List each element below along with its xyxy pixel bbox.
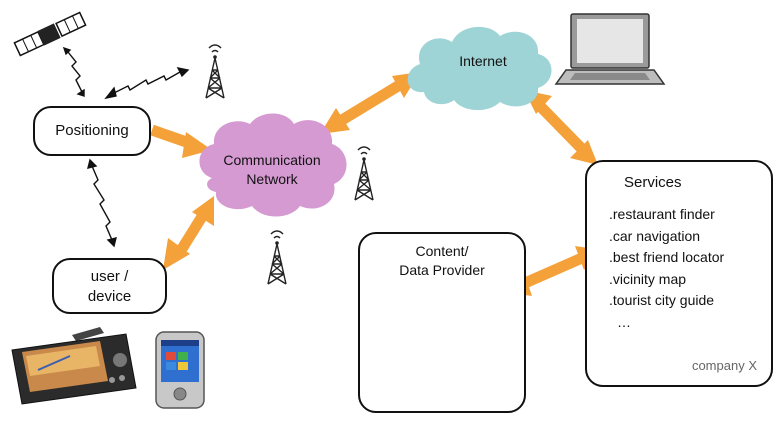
laptop-icon bbox=[554, 13, 666, 85]
lightning-signal-icon bbox=[62, 46, 85, 97]
content-provider-line-1: Content/ bbox=[415, 243, 469, 259]
service-item: .vicinity map bbox=[609, 270, 687, 287]
radio-tower-icon bbox=[267, 230, 287, 285]
communication-network-line-1: Communication bbox=[223, 152, 321, 168]
user-device-line-1: user / bbox=[90, 268, 129, 285]
radio-tower-icon bbox=[205, 44, 225, 99]
positioning-label: Positioning bbox=[55, 122, 129, 139]
user-device-node: user / device bbox=[52, 258, 167, 314]
internet-label: Internet bbox=[459, 53, 507, 69]
arrow-user-network bbox=[163, 196, 214, 270]
arrow-internet-services bbox=[524, 90, 598, 165]
service-item: .restaurant finder bbox=[609, 206, 715, 222]
service-item: .best friend locator bbox=[609, 249, 725, 265]
user-device-line-2: device bbox=[87, 288, 132, 305]
communication-network-line-2: Network bbox=[246, 171, 298, 187]
service-item: .car navigation bbox=[609, 227, 701, 244]
pda-icon bbox=[155, 331, 205, 409]
network-cloud bbox=[199, 113, 347, 217]
radio-tower-icon bbox=[354, 146, 374, 201]
positioning-node: Positioning bbox=[33, 106, 151, 156]
services-node: Services .restaurant finder .car navigat… bbox=[585, 160, 773, 387]
communication-network-label: Communication Network bbox=[212, 151, 332, 189]
navigation-device-icon bbox=[11, 327, 137, 405]
satellite-icon bbox=[13, 11, 87, 57]
service-item: .tourist city guide bbox=[609, 292, 715, 308]
services-list: .restaurant finder .car navigation .best… bbox=[609, 204, 724, 333]
internet-cloud bbox=[407, 26, 552, 111]
arrow-network-internet bbox=[320, 72, 420, 134]
user-device-label: user / device bbox=[54, 267, 165, 307]
content-provider-label: Content/ Data Provider bbox=[360, 242, 524, 280]
service-item: … bbox=[617, 313, 631, 330]
services-title: Services bbox=[624, 174, 682, 191]
lightning-signal-icon bbox=[87, 158, 117, 248]
company-label: company X bbox=[691, 358, 757, 373]
content-provider-line-2: Data Provider bbox=[399, 262, 485, 278]
content-provider-node: Content/ Data Provider bbox=[358, 232, 526, 413]
lightning-signal-icon bbox=[104, 67, 190, 100]
